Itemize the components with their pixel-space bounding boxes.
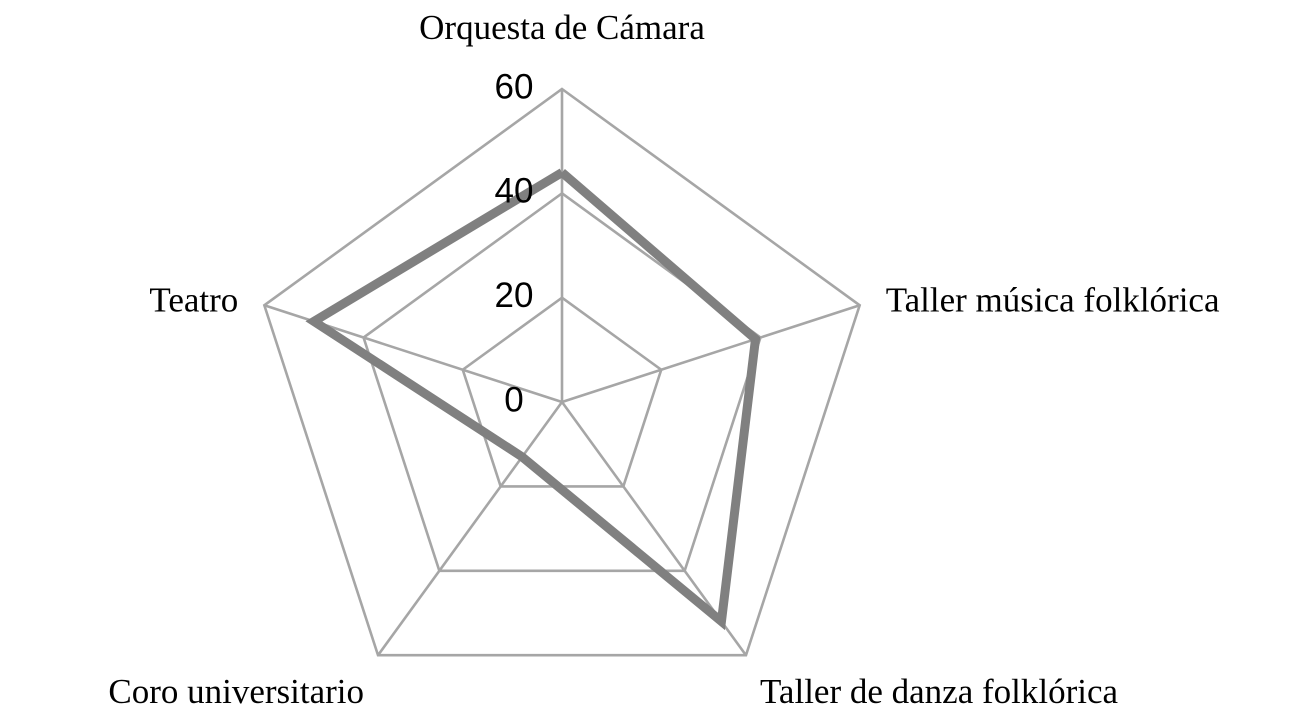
tick-label-0: 0 <box>504 380 523 419</box>
category-label-taller-musica-folklorica: Taller música folklórica <box>886 280 1220 319</box>
radial-axis-tick-labels: 0 20 40 60 <box>495 67 534 419</box>
category-label-orquesta-de-camara: Orquesta de Cámara <box>419 8 705 47</box>
tick-label-20: 20 <box>495 276 534 315</box>
tick-label-60: 60 <box>495 67 534 106</box>
category-label-taller-de-danza-folklorica: Taller de danza folklórica <box>760 672 1119 711</box>
category-label-teatro: Teatro <box>149 280 238 319</box>
grid-ring-60 <box>262 87 862 657</box>
axis-spoke-1 <box>561 304 861 404</box>
tick-label-40: 40 <box>495 172 534 211</box>
category-label-coro-universitario: Coro universitario <box>108 672 364 711</box>
category-axis-labels: Orquesta de Cámara Taller música folklór… <box>108 8 1220 711</box>
radar-series-line <box>305 168 761 631</box>
radar-series-group <box>305 168 761 631</box>
axis-spoke-3 <box>376 401 564 656</box>
